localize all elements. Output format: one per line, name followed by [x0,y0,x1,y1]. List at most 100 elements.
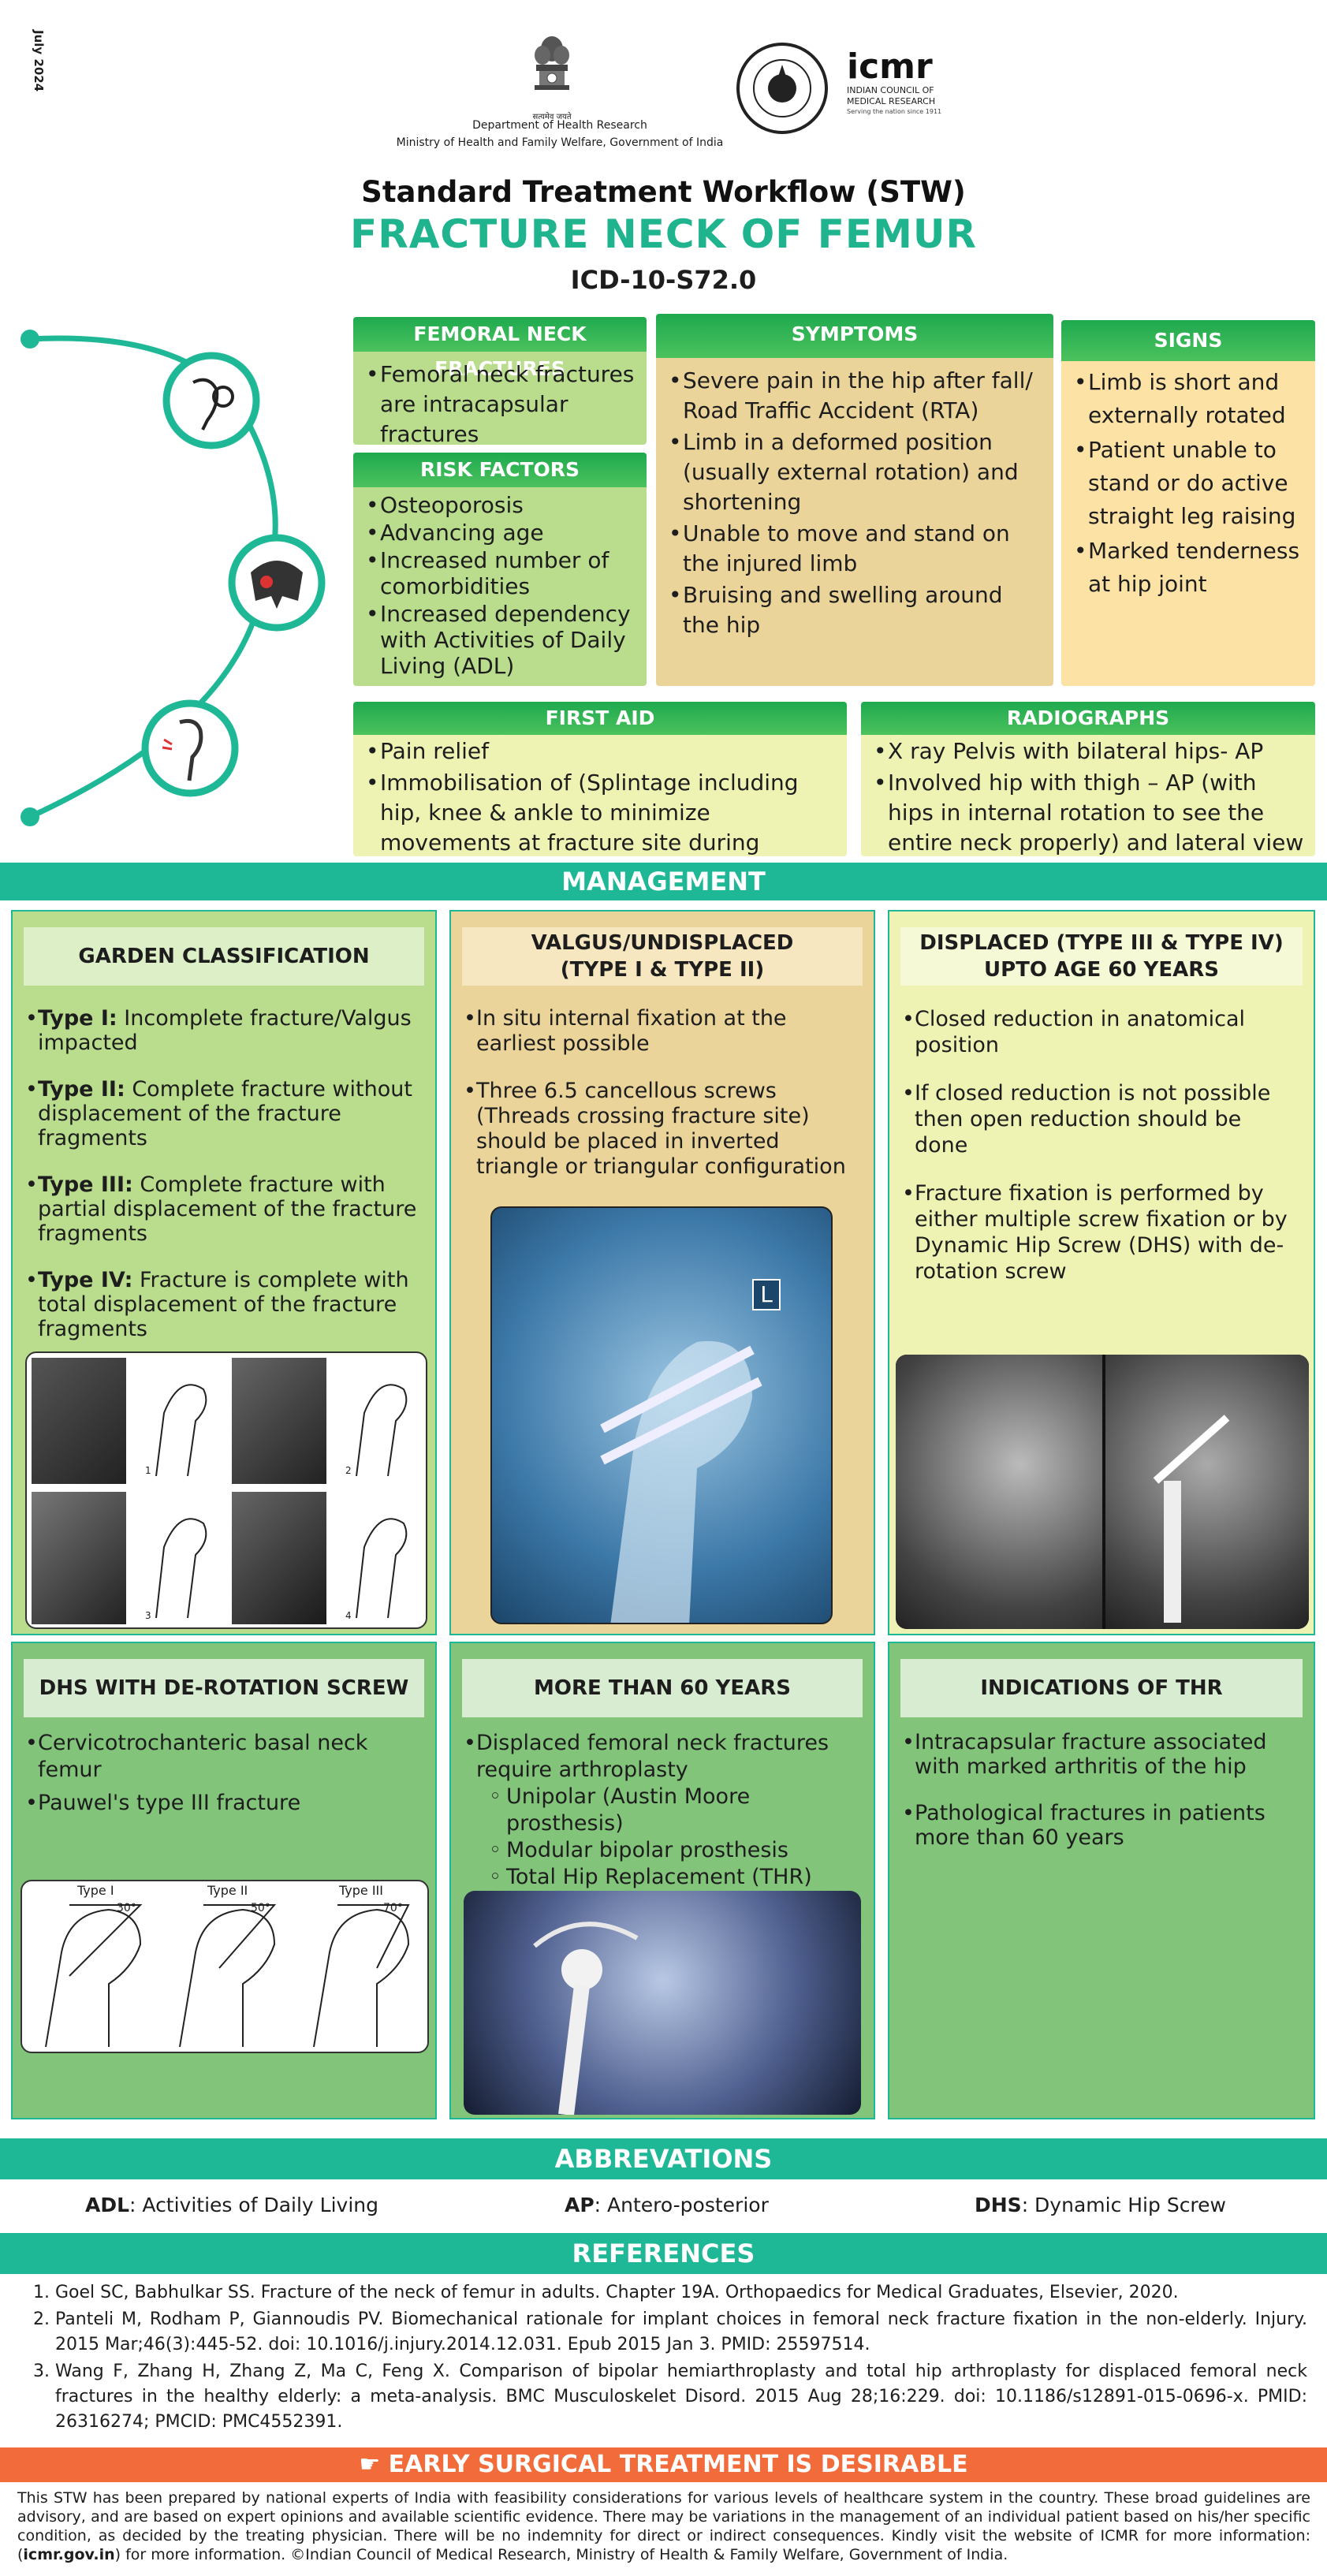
garden-type-item: Type III: Complete fracture with partial… [25,1172,423,1246]
page-title: Standard Treatment Workflow (STW) [361,175,966,209]
symptom-item: Limb in a deformed position (usually ext… [667,427,1042,517]
national-emblem [530,32,574,110]
abbreviations-bar: ABBREVATIONS [0,2138,1327,2179]
displaced-heading: DISPLACED (TYPE III & TYPE IV) UPTO AGE 6… [900,927,1303,986]
abbr-item-ap: AP: Antero-posterior [565,2194,769,2216]
icmr-sub-1: INDIAN COUNCIL OF [847,85,934,95]
emblem-motto: सत्यमेव जयते [532,113,572,121]
thr-item: Intracapsular fracture associated with m… [902,1730,1301,1779]
signs-card: SIGNS Limb is short and externally rotat… [1061,320,1315,686]
date-label: July 2024 [32,30,46,92]
dept-line-1: Department of Health Research [472,119,647,132]
radiographs-card: RADIOGRAPHS X ray Pelvis with bilateral … [861,702,1315,856]
icmr-sub-2: MEDICAL RESEARCH [847,96,936,106]
department-block: Department of Health Research Ministry o… [394,117,725,151]
references-bar: REFERENCES [0,2233,1327,2274]
dhs-heading: DHS WITH DE-ROTATION SCREW [24,1659,424,1717]
figure-number: 1 [145,1465,151,1476]
risk-factor-item: Osteoporosis [364,492,636,518]
radiograph-item: Involved hip with thigh – AP (with hips … [872,768,1304,856]
pauwel-angle: 30° [117,1902,136,1914]
sign-item: Patient unable to stand or do active str… [1072,434,1304,533]
icd-code: ICD-10-S72.0 [570,265,757,295]
risk-factors-card: RISK FACTORS Osteoporosis Advancing age … [353,453,647,686]
over60-intro: Displaced femoral neck fractures require… [464,1730,861,1784]
radiograph-item: X ray Pelvis with bilateral hips- AP [872,736,1304,766]
thr-xray [464,1891,861,2115]
arthroplasty-option: Modular bipolar prosthesis [489,1837,861,1864]
pelvis-fracture-icon [227,533,326,632]
valgus-xray: L [490,1206,833,1624]
reference-item: Panteli M, Rodham P, Giannoudis PV. Biom… [55,2307,1307,2358]
sign-item: Limb is short and externally rotated [1072,366,1304,432]
risk-factor-item: Increased number of comorbidities [364,547,636,599]
dhs-item: Cervicotrochanteric basal neck femur [25,1730,423,1784]
management-bar: MANAGEMENT [0,863,1327,900]
symptoms-card: SYMPTOMS Severe pain in the hip after fa… [656,314,1053,686]
figure-number: 4 [345,1610,352,1621]
abbr-item-adl: ADL: Activities of Daily Living [85,2194,378,2216]
symptom-item: Bruising and swelling around the hip [667,580,1042,640]
icmr-seal [735,41,829,136]
signs-heading: SIGNS [1061,320,1315,361]
garden-xray-grid: 1 2 3 4 [25,1351,427,1629]
femoral-neck-card: FEMORAL NECK FRACTURES Femoral neck frac… [353,317,647,445]
risk-factor-item: Advancing age [364,520,636,546]
valgus-heading-line-1: VALGUS/UNDISPLACED [531,931,794,955]
page-subtitle: FRACTURE NECK OF FEMUR [350,211,977,257]
figure-number: 3 [145,1610,151,1621]
garden-panel: GARDEN CLASSIFICATION Type I: Incomplete… [11,910,437,1635]
displaced-item: Fracture fixation is performed by either… [902,1180,1301,1284]
risk-factors-heading: RISK FACTORS [353,453,647,487]
displaced-xray-pair [896,1355,1309,1629]
pauwel-diagram: Type I 30° Type II 50° Type III 70° [21,1880,429,2053]
symptom-item: Unable to move and stand on the injured … [667,519,1042,579]
over60-heading: MORE THAN 60 YEARS [462,1659,863,1717]
risk-factor-item: Increased dependency with Activities of … [364,601,636,679]
pointing-hand-icon: ☛ [359,2451,389,2478]
abbr-item-dhs: DHS: Dynamic Hip Screw [975,2194,1226,2216]
displaced-item: Closed reduction in anatomical position [902,1006,1301,1058]
valgus-item: In situ internal fixation at the earlies… [464,1006,861,1057]
reference-item: Goel SC, Babhulkar SS. Fracture of the n… [55,2280,1307,2306]
icmr-website-link[interactable]: icmr.gov.in [23,2546,115,2563]
first-aid-card: FIRST AID Pain relief Immobilisation of … [353,702,847,856]
valgus-heading: VALGUS/UNDISPLACED (TYPE I & TYPE II) [462,927,863,986]
pauwel-type-label: Type II [207,1883,248,1898]
thr-item: Pathological fractures in patients more … [902,1801,1301,1850]
valgus-panel: VALGUS/UNDISPLACED (TYPE I & TYPE II) In … [449,910,875,1635]
displaced-panel: DISPLACED (TYPE III & TYPE IV) UPTO AGE 6… [888,910,1315,1635]
pauwel-angle: 50° [251,1902,270,1914]
valgus-heading-line-2: (TYPE I & TYPE II) [560,958,765,982]
thr-heading: INDICATIONS OF THR [900,1659,1303,1717]
garden-type-item: Type I: Incomplete fracture/Valgus impac… [25,1006,423,1055]
garden-type-item: Type II: Complete fracture without displ… [25,1077,423,1150]
over60-panel: MORE THAN 60 YEARS Displaced femoral nec… [449,1642,875,2119]
first-aid-item: Pain relief [364,736,836,766]
icmr-logo: icmr INDIAN COUNCIL OF MEDICAL RESEARCH … [847,49,957,117]
pauwel-type-label: Type III [339,1883,383,1898]
early-treatment-banner: ☛ EARLY SURGICAL TREATMENT IS DESIRABLE [0,2447,1327,2482]
first-aid-item: Immobilisation of (Splintage including h… [364,768,836,856]
dhs-item: Pauwel's type III fracture [25,1790,423,1817]
femur-fracture-icon [140,699,240,798]
sign-item: Marked tenderness at hip joint [1072,535,1304,601]
icmr-tagline: Serving the nation since 1911 [847,108,942,115]
femoral-neck-item: Femoral neck fractures are intracapsular… [364,360,636,445]
valgus-item: Three 6.5 cancellous screws (Threads cro… [464,1079,861,1180]
symptoms-heading: SYMPTOMS [656,314,1053,358]
reference-item: Wang F, Zhang H, Zhang Z, Ma C, Feng X. … [55,2359,1307,2435]
displaced-heading-line-2: UPTO AGE 60 YEARS [983,958,1220,982]
dept-line-2: Ministry of Health and Family Welfare, G… [396,136,724,149]
arthroplasty-option: Unipolar (Austin Moore prosthesis) [489,1784,861,1837]
hip-joint-icon [162,351,261,450]
displaced-heading-line-1: DISPLACED (TYPE III & TYPE IV) [919,931,1284,955]
pauwel-type-label: Type I [77,1883,114,1898]
garden-heading: GARDEN CLASSIFICATION [24,927,424,986]
thr-panel: INDICATIONS OF THR Intracapsular fractur… [888,1642,1315,2119]
displaced-item: If closed reduction is not possible then… [902,1080,1301,1158]
banner-text: EARLY SURGICAL TREATMENT IS DESIRABLE [388,2451,968,2478]
arthroplasty-option: Total Hip Replacement (THR) [489,1864,861,1891]
femoral-neck-heading: FEMORAL NECK FRACTURES [353,317,647,380]
icmr-wordmark: icmr [847,47,933,87]
